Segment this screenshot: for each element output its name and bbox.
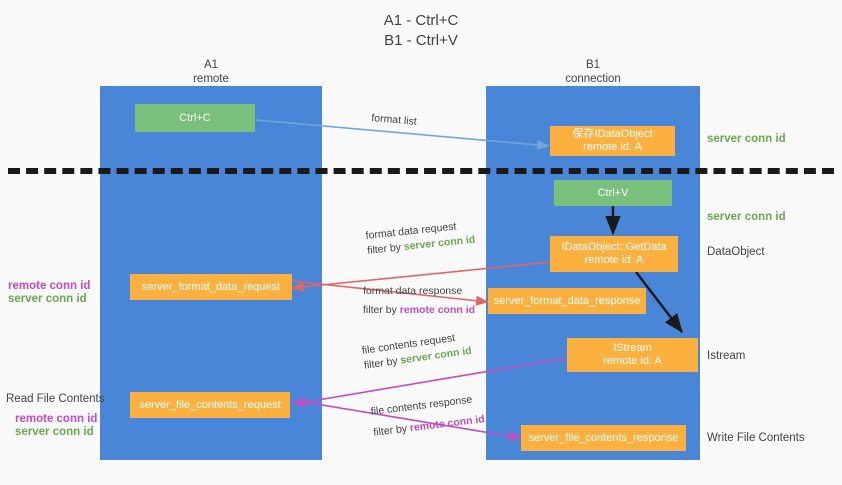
edge-label-format-list: format list	[371, 111, 418, 130]
box-server-file-contents-request-label: server_file_contents_request	[139, 398, 281, 411]
title-line-2: B1 - Ctrl+V	[384, 32, 458, 49]
box-save-idataobject-line1: 保存IDataObject	[572, 128, 653, 140]
box-save-idataobject-line2: remote id: A	[583, 141, 642, 153]
edge-file-contents-request-filter-prefix: filter by	[363, 354, 402, 372]
edge-label-format-data-response: format data response filter by remote co…	[363, 284, 475, 318]
left-label-server-conn-id-2: server conn id	[15, 426, 94, 438]
title-line-1: A1 - Ctrl+C	[383, 12, 459, 29]
left-label-read-file-contents: Read File Contents	[6, 393, 105, 405]
right-label-dataobject: DataObject	[707, 246, 765, 258]
edge-label-format-list-text: format list	[370, 111, 418, 128]
edge-label-file-contents-request: file contents request filter by server c…	[361, 329, 473, 374]
box-ctrl-v-label: Ctrl+V	[597, 186, 629, 199]
lane-header-b1: B1 connection	[522, 59, 664, 86]
edge-file-contents-response-filter-prefix: filter by	[372, 422, 411, 439]
box-istream[interactable]: IStream remote id: A	[567, 338, 698, 372]
right-label-istream: Istream	[707, 350, 746, 362]
right-label-server-conn-id-top: server conn id	[707, 133, 786, 145]
phase-divider	[8, 168, 834, 174]
box-server-file-contents-request[interactable]: server_file_contents_request	[130, 392, 290, 418]
box-idataobject-getdata[interactable]: IDataObject::GetData remote id: A	[550, 236, 678, 272]
box-server-format-data-request[interactable]: server_format_data_request	[130, 274, 292, 300]
lane-a1-sub: remote	[193, 72, 229, 85]
box-idataobject-getdata-line1: IDataObject::GetData	[561, 241, 667, 253]
edge-format-data-response-line2: filter by remote conn id	[363, 303, 475, 318]
left-label-remote-conn-id-2: remote conn id	[15, 413, 98, 425]
box-ctrl-c[interactable]: Ctrl+C	[135, 104, 255, 132]
page-title: A1 - Ctrl+C B1 - Ctrl+V	[0, 11, 842, 51]
edge-label-file-contents-response: file contents response filter by remote …	[370, 391, 486, 440]
right-label-server-conn-id-mid: server conn id	[707, 211, 786, 223]
box-save-idataobject[interactable]: 保存IDataObject remote id: A	[550, 126, 675, 156]
box-istream-line2: remote id: A	[603, 355, 662, 367]
edge-format-data-response-line1: format data response	[363, 285, 463, 297]
left-label-server-conn-id-1: server conn id	[8, 293, 87, 305]
edge-label-format-data-request: format data request filter by server con…	[365, 218, 476, 259]
lane-a1-name: A1	[203, 59, 219, 71]
edge-format-data-request-filter-prefix: filter by	[366, 241, 405, 257]
edge-file-contents-response-filter-value: remote conn id	[409, 413, 486, 435]
box-ctrl-v[interactable]: Ctrl+V	[554, 180, 672, 206]
lane-b1-sub: connection	[565, 72, 621, 85]
box-ctrl-c-label: Ctrl+C	[179, 111, 211, 124]
edge-format-data-response-filter-value: remote conn id	[399, 304, 476, 316]
box-server-format-data-request-label: server_format_data_request	[141, 280, 281, 293]
right-label-write-file-contents: Write File Contents	[707, 432, 805, 444]
lane-header-a1: A1 remote	[140, 59, 282, 86]
lane-b1-name: B1	[585, 59, 601, 71]
box-server-file-contents-response[interactable]: server_file_contents_response	[521, 425, 686, 451]
box-server-file-contents-response-label: server_file_contents_response	[528, 431, 679, 444]
box-server-format-data-response[interactable]: server_format_data_response	[488, 288, 646, 314]
edge-format-data-response-filter-prefix: filter by	[363, 304, 400, 316]
box-istream-line1: IStream	[613, 342, 652, 354]
box-server-format-data-response-label: server_format_data_response	[493, 294, 641, 307]
box-idataobject-getdata-line2: remote id: A	[584, 254, 644, 266]
left-label-remote-conn-id-1: remote conn id	[8, 280, 91, 292]
